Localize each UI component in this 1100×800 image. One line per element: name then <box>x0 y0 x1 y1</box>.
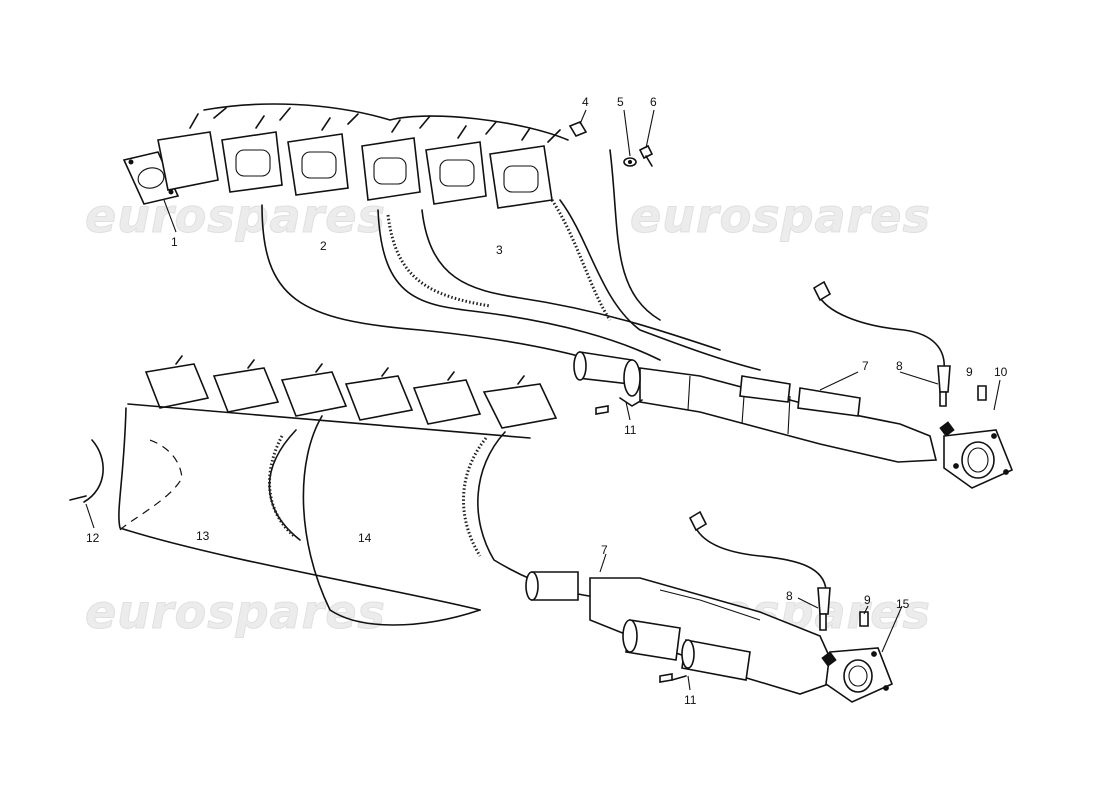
callout-5: 5 <box>617 95 624 109</box>
heat-shields <box>69 403 631 626</box>
callout-1: 1 <box>171 235 178 249</box>
callout-11-lower: 11 <box>684 693 697 707</box>
callout-3: 3 <box>496 243 503 257</box>
callout-6: 6 <box>650 95 657 109</box>
callout-15: 15 <box>896 597 910 611</box>
small-parts-upper <box>568 121 987 415</box>
collector-pipe-lower <box>525 571 894 703</box>
callout-9-upper: 9 <box>966 365 973 379</box>
callout-7-upper: 7 <box>862 359 869 373</box>
callout-4: 4 <box>582 95 589 109</box>
callout-14: 14 <box>358 531 372 545</box>
gasket-part-1 <box>122 151 180 205</box>
callouts: 1 2 3 4 5 6 7 8 9 10 11 12 13 14 7 8 9 1… <box>85 95 1008 707</box>
lower-manifold <box>69 355 894 703</box>
exhaust-pipes-upper <box>261 149 761 371</box>
manifold-flanges-lower <box>144 355 558 429</box>
callout-8-lower: 8 <box>786 589 793 603</box>
watermark-bottom-left: eurospares <box>85 585 386 639</box>
callout-12: 12 <box>86 531 100 545</box>
collector-pipe-upper <box>573 351 1014 489</box>
manifold-flanges-upper <box>157 103 569 209</box>
callout-10: 10 <box>994 365 1008 379</box>
oxygen-sensor-lower <box>688 510 831 631</box>
callout-2: 2 <box>320 239 327 253</box>
upper-manifold <box>122 103 1014 489</box>
callout-11-upper: 11 <box>624 423 637 437</box>
callout-9-lower: 9 <box>864 593 871 607</box>
watermark-top-left: eurospares <box>85 189 386 243</box>
watermark-top-right: eurospares <box>630 189 931 243</box>
callout-13: 13 <box>196 529 210 543</box>
oxygen-sensor-upper <box>812 280 951 407</box>
callout-7-lower: 7 <box>601 543 608 557</box>
callout-8-upper: 8 <box>896 359 903 373</box>
